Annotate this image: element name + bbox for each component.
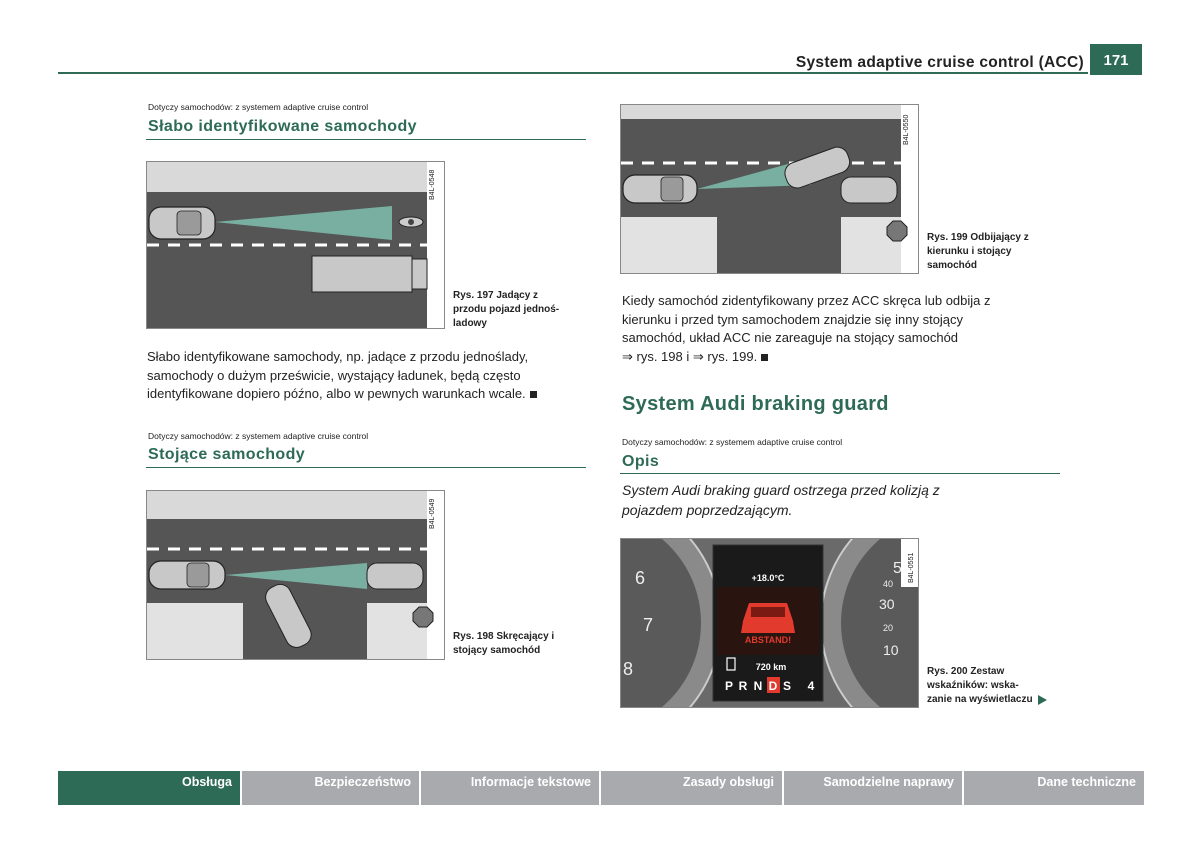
tab-dane-techniczne[interactable]: Dane techniczne xyxy=(964,771,1144,805)
figure-199: B4L-0550 xyxy=(620,104,919,274)
tab-obsluga[interactable]: Obsługa xyxy=(58,771,240,805)
figure-code: B4L-0551 xyxy=(908,553,915,583)
gear-indicator: N xyxy=(754,679,763,693)
braking-guard-intro: System Audi braking guard ostrzega przed… xyxy=(622,482,940,518)
section-title-weak: Słabo identyfikowane samochody xyxy=(148,118,417,135)
figure-code: B4L-0550 xyxy=(903,115,910,145)
section-rule xyxy=(620,473,1060,474)
gear-indicator: S xyxy=(783,679,791,693)
gauge-label: 7 xyxy=(643,615,653,635)
continue-arrow-icon xyxy=(1037,695,1047,705)
gear-indicator-active: D xyxy=(769,679,778,693)
applies-note: Dotyczy samochodów: z systemem adaptive … xyxy=(622,437,843,447)
applies-note: Dotyczy samochodów: z systemem adaptive … xyxy=(148,102,369,112)
gauge-label: 20 xyxy=(883,623,893,633)
gear-number: 4 xyxy=(808,679,815,693)
section-rule xyxy=(146,139,586,140)
figure-199-caption: Rys. 199 Odbijający z kierunku i stojący… xyxy=(927,232,1029,271)
tab-informacje-tekstowe[interactable]: Informacje tekstowe xyxy=(421,771,599,805)
figure-200-caption: Rys. 200 Zestaw wskaźników: wska- zanie … xyxy=(927,665,1047,707)
figure-200: 6 7 8 5 40 30 20 10 +18.0°C ABSTAND! 720… xyxy=(620,538,919,708)
tab-samodzielne-naprawy[interactable]: Samodzielne naprawy xyxy=(784,771,962,805)
gear-indicator: P xyxy=(725,679,733,693)
figure-197: B4L-0548 xyxy=(146,161,445,329)
figure-197-caption: Rys. 197 Jadący z przodu pojazd jednoś- … xyxy=(453,290,560,329)
gauge-label: 40 xyxy=(883,579,893,589)
tab-zasady-obslugi[interactable]: Zasady obsługi xyxy=(601,771,782,805)
page-number: 171 xyxy=(1090,44,1142,75)
section-rule xyxy=(146,467,586,468)
applies-note: Dotyczy samochodów: z systemem adaptive … xyxy=(148,431,369,441)
section-title-stationary: Stojące samochody xyxy=(148,446,306,463)
gauge-label: 5 xyxy=(893,560,902,577)
braking-guard-title: System Audi braking guard xyxy=(622,393,889,415)
header-rule xyxy=(58,72,1088,74)
gauge-label: 30 xyxy=(879,596,895,612)
gauge-label: 10 xyxy=(883,642,899,658)
fuel-icon xyxy=(726,657,736,671)
page-header-title: System adaptive cruise control (ACC) xyxy=(795,54,1084,71)
end-mark-icon xyxy=(529,391,537,399)
figure-198: B4L-0549 xyxy=(146,490,445,660)
subsection-title-opis: Opis xyxy=(622,453,660,470)
figure-code: B4L-0549 xyxy=(429,499,436,529)
range-readout: 720 km xyxy=(756,662,787,672)
temperature-readout: +18.0°C xyxy=(752,573,785,583)
footer-nav: Obsługa Bezpieczeństwo Informacje teksto… xyxy=(58,771,1144,805)
figure-code: B4L-0548 xyxy=(429,170,436,200)
gauge-label: 8 xyxy=(623,659,633,679)
warning-text: ABSTAND! xyxy=(745,635,791,645)
gear-indicator: R xyxy=(739,679,748,693)
acc-turning-paragraph: Kiedy samochód zidentyfikowany przez ACC… xyxy=(622,293,991,364)
gauge-label: 6 xyxy=(635,568,645,588)
figure-198-caption: Rys. 198 Skręcający i stojący samochód xyxy=(453,631,555,656)
end-mark-icon xyxy=(761,353,769,361)
weak-vehicles-paragraph: Słabo identyfikowane samochody, np. jadą… xyxy=(147,348,537,404)
tab-bezpieczenstwo[interactable]: Bezpieczeństwo xyxy=(242,771,419,805)
